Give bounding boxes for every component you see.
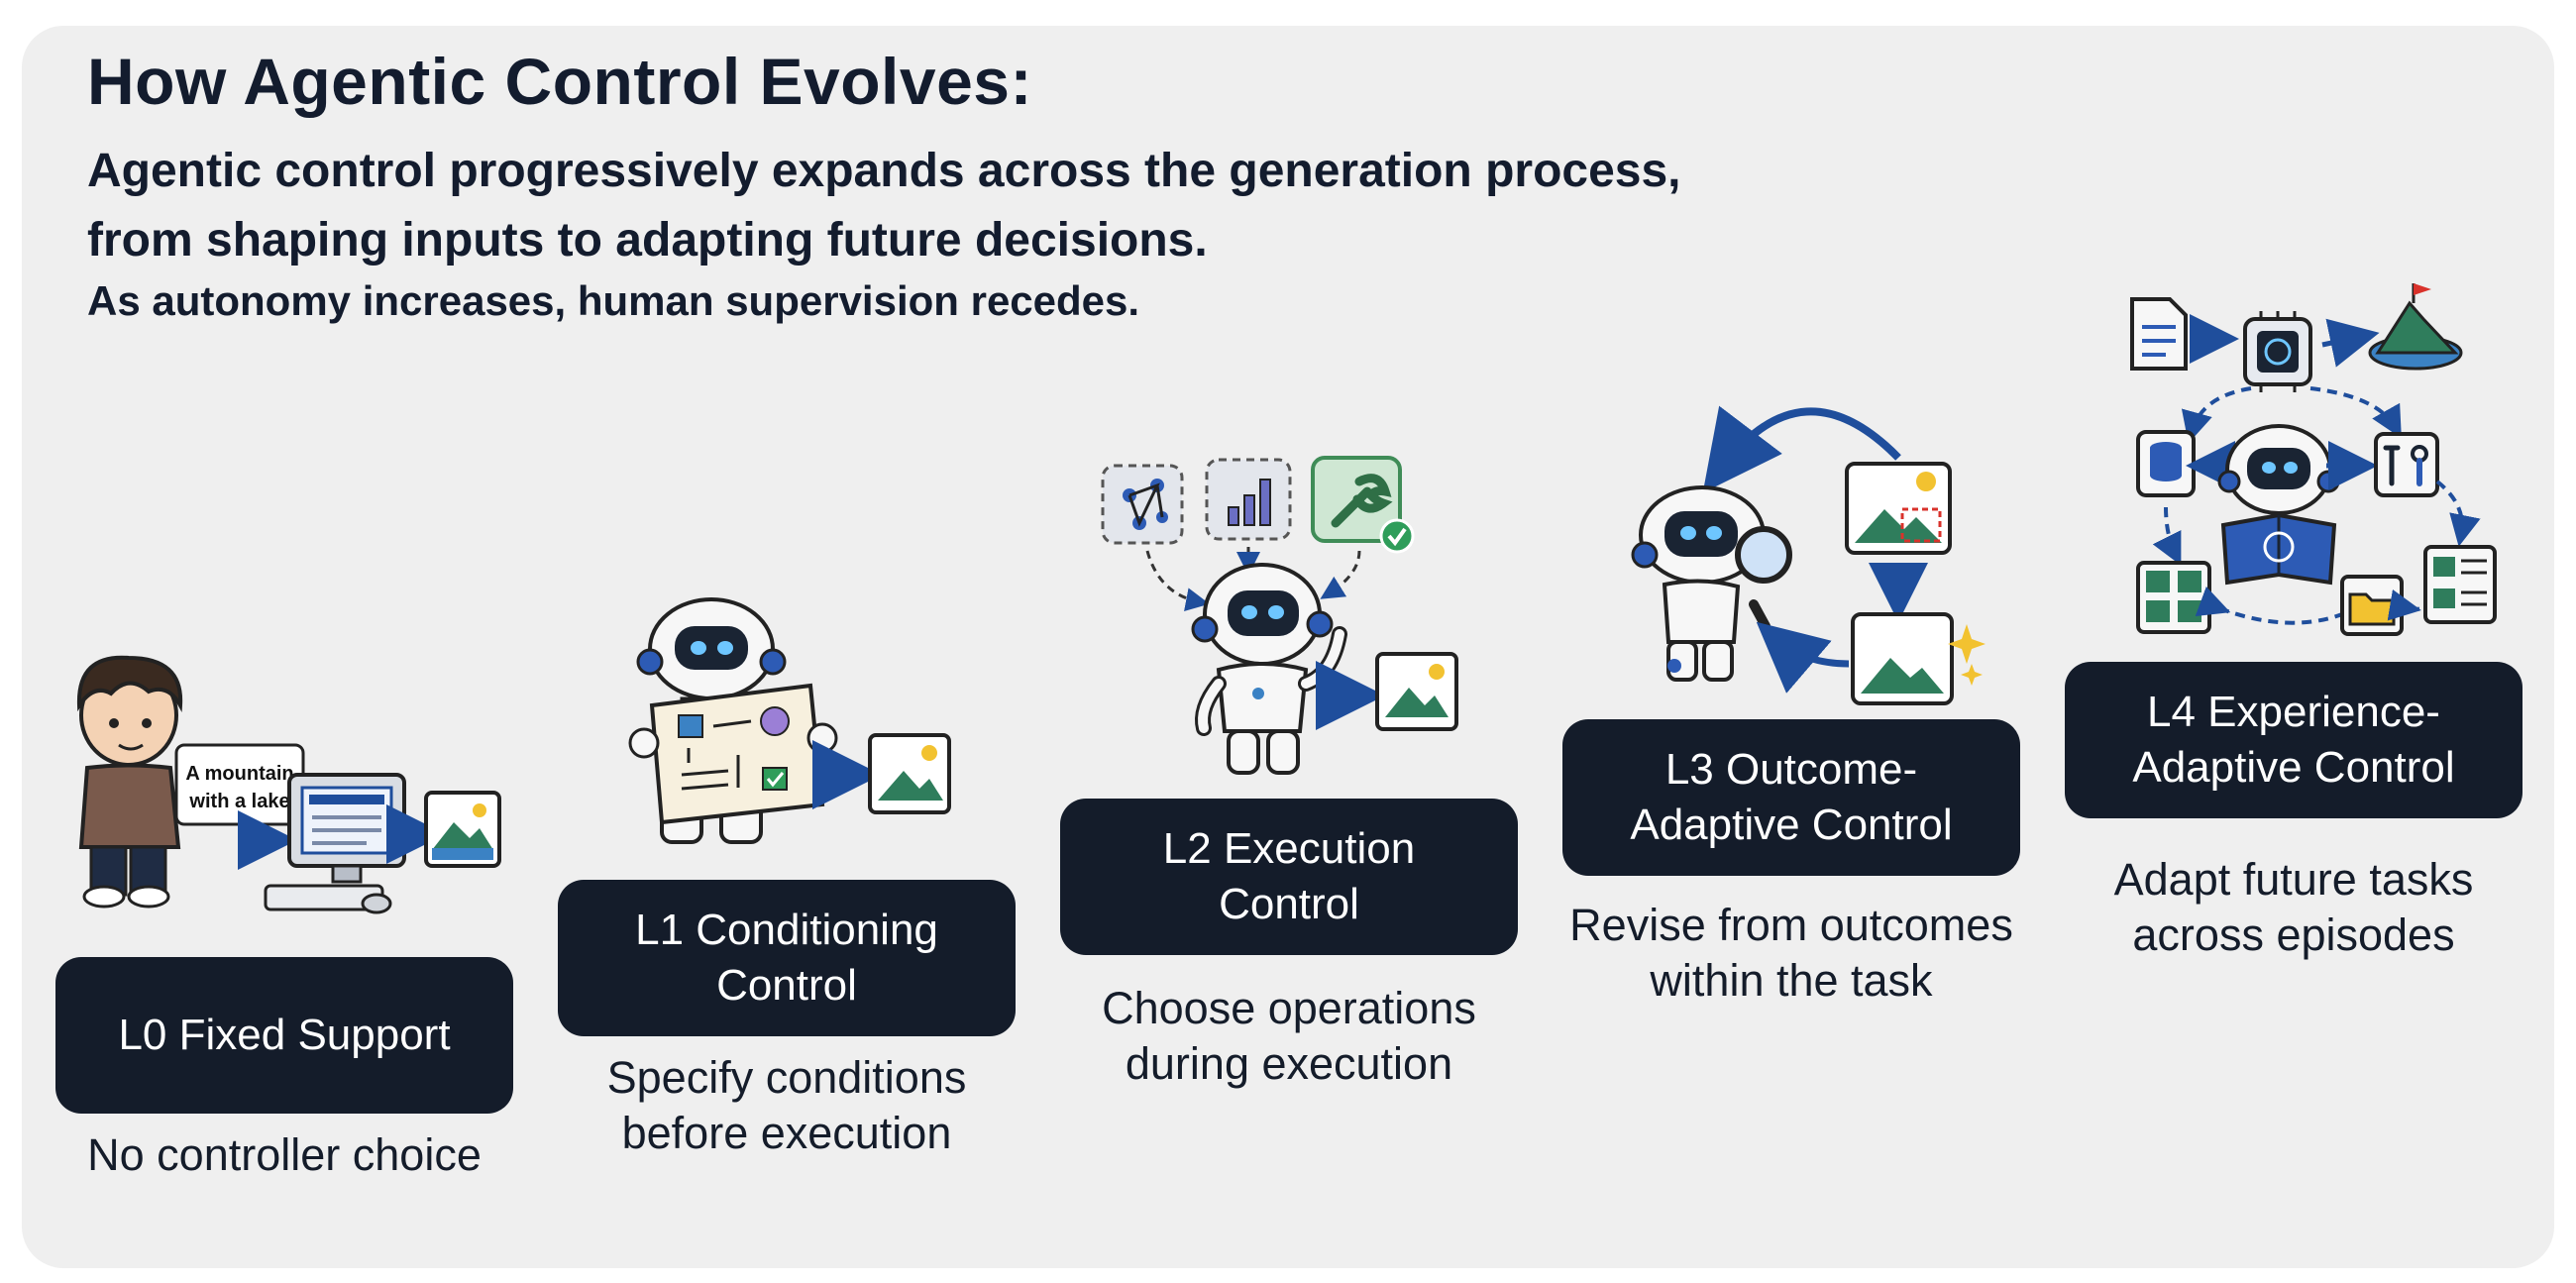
- page-title: How Agentic Control Evolves:: [87, 45, 1032, 118]
- level-l2-desc-line-2: during execution: [1125, 1038, 1453, 1089]
- bar-chart-tool-icon: [1205, 458, 1292, 541]
- l4-illustration: [2130, 283, 2497, 636]
- mountain-flag-icon: [2368, 283, 2463, 371]
- l2-illustration: [1101, 456, 1458, 775]
- cycle-arrow-icon: [2181, 386, 2252, 444]
- level-l1-desc-line-1: Specify conditions: [606, 1052, 967, 1103]
- magnifier-icon: [1735, 526, 1792, 631]
- wrench-tool-icon: [1311, 456, 1415, 554]
- revise-loop-arrow-icon: [1702, 405, 1901, 493]
- cycle-arrow-icon: [2309, 386, 2402, 439]
- l3-illustration: [1631, 405, 1986, 705]
- database-icon: [2136, 430, 2196, 497]
- supervision-note: As autonomy increases, human supervision…: [87, 277, 1140, 324]
- level-l3-label-line-2: Adaptive Control: [1630, 801, 1953, 849]
- robot-reading-icon: [2217, 424, 2340, 586]
- level-l4-desc-line-1: Adapt future tasks: [2113, 854, 2474, 905]
- cycle-arrow-icon: [2195, 587, 2343, 625]
- graph-tool-icon: [1101, 464, 1184, 545]
- image-candidate-icon: [1845, 462, 1952, 555]
- level-l3-description: Revise from outcomes within the task: [1541, 898, 2042, 1009]
- folder-icon: [2340, 575, 2404, 636]
- image-grid-icon: [2136, 561, 2211, 634]
- level-l4-desc-line-2: across episodes: [2132, 909, 2455, 960]
- tools-icon: [2374, 432, 2439, 497]
- level-l0-desc-line-1: No controller choice: [87, 1129, 482, 1180]
- image-output-icon: [1375, 652, 1458, 731]
- image-revised-icon: [1851, 612, 1954, 705]
- computer-icon: [264, 773, 406, 914]
- level-l0-label-line-1: L0 Fixed Support: [118, 1011, 451, 1059]
- level-l3-box: L3 Outcome- Adaptive Control: [1562, 719, 2020, 876]
- prompt-text-line-2: with a lake: [188, 791, 289, 812]
- level-l1-desc-line-2: before execution: [621, 1108, 952, 1158]
- robot-icon: [1191, 563, 1347, 775]
- level-l2-label-line-1: L2 Execution: [1162, 824, 1416, 873]
- subtitle-line-1: Agentic control progressively expands ac…: [87, 145, 1681, 197]
- image-list-icon: [2423, 545, 2497, 624]
- prompt-card: A mountain with a lake: [174, 743, 305, 826]
- level-l1-label-line-2: Control: [716, 961, 857, 1010]
- arrow-icon: [1756, 621, 1850, 694]
- level-l1-description: Specify conditions before execution: [548, 1050, 1025, 1161]
- dashed-arrow-icon: [1145, 550, 1210, 611]
- level-l1-box: L1 Conditioning Control: [558, 880, 1016, 1036]
- dashed-arrow-icon: [1320, 550, 1361, 599]
- level-l3-desc-line-1: Revise from outcomes: [1569, 900, 2013, 950]
- chip-brain-icon: [2243, 311, 2312, 392]
- arrow-icon: [2321, 318, 2380, 368]
- l0-illustration: A mountain with a lake: [76, 655, 501, 914]
- level-l2-box: L2 Execution Control: [1060, 799, 1518, 955]
- level-l4-label-line-2: Adaptive Control: [2132, 743, 2455, 792]
- person-icon: [76, 655, 183, 909]
- level-l2-label-line-2: Control: [1219, 880, 1359, 928]
- level-l2-description: Choose operations during execution: [1050, 981, 1528, 1092]
- level-l0-box: L0 Fixed Support: [55, 957, 513, 1114]
- level-l1-label-line-1: L1 Conditioning: [635, 906, 938, 954]
- level-l4-box: L4 Experience- Adaptive Control: [2065, 662, 2522, 818]
- prompt-text-line-1: A mountain: [185, 763, 293, 785]
- page-subtitle: Agentic control progressively expands ac…: [87, 137, 1681, 275]
- level-l4-description: Adapt future tasks across episodes: [2055, 852, 2532, 963]
- level-l2-desc-line-1: Choose operations: [1102, 983, 1476, 1033]
- subtitle-line-2: from shaping inputs to adapting future d…: [87, 214, 1208, 267]
- level-l3-desc-line-2: within the task: [1650, 955, 1933, 1006]
- flowchart-board-icon: [628, 683, 838, 825]
- level-l0-description: No controller choice: [40, 1127, 529, 1183]
- l1-illustration: [628, 597, 951, 844]
- level-l4-label-line-1: L4 Experience-: [2147, 688, 2440, 736]
- robot-icon: [1631, 485, 1766, 682]
- cycle-arrow-icon: [2152, 506, 2182, 566]
- cycle-arrow-icon: [2435, 480, 2481, 547]
- image-output-icon: [868, 733, 951, 814]
- level-l3-label-line-1: L3 Outcome-: [1664, 745, 1918, 794]
- sparkle-icon: [1948, 624, 1986, 686]
- document-icon: [2130, 297, 2188, 371]
- image-output-icon: [424, 791, 501, 868]
